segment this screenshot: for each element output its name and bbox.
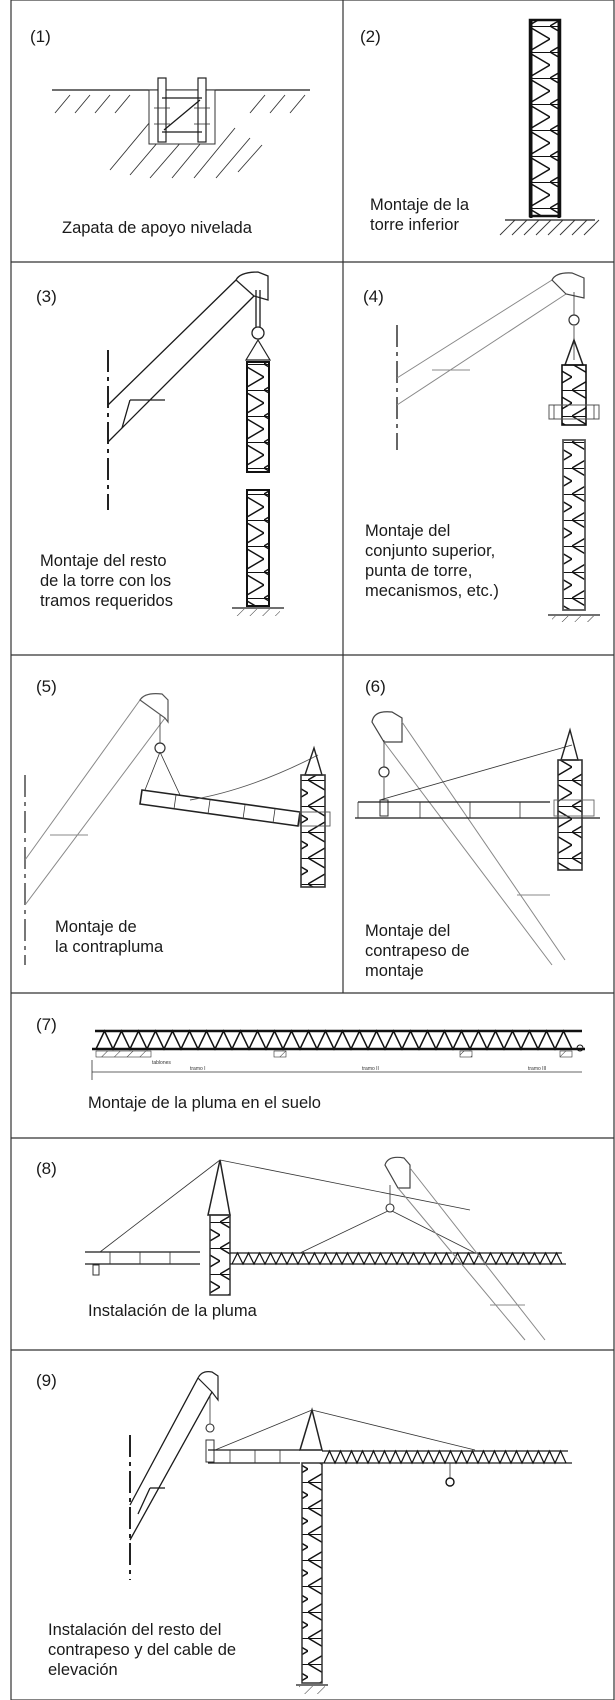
panel-grid [10,0,615,1700]
panel-7: (7) tablones tramo I tramo II tramo III … [36,1015,585,1112]
panel-6: (6) Montaje del contrapeso de mont [355,677,600,980]
tramo-3-label: tramo III [528,1066,546,1072]
panel-9-caption: Instalación del resto del contrapeso y d… [48,1621,241,1679]
panel-1: (1) Zapata de apoyo niv [30,27,310,237]
top-assembly-drawing [396,272,600,622]
final-installation-drawing [129,1371,572,1694]
footing-drawing [52,77,310,179]
panel-1-number: (1) [30,27,51,46]
assembly-counterweight-drawing [355,711,600,966]
panel-2-number: (2) [360,27,381,46]
panel-6-caption: Montaje del contrapeso de montaje [365,922,474,980]
panel-9: (9) [36,1371,572,1694]
panel-2-caption: Montaje de la torre inferior [370,196,474,234]
jib-on-ground-drawing: tablones tramo I tramo II tramo III [91,1029,585,1080]
panel-3-number: (3) [36,287,57,306]
panel-8: (8) Instalación de [36,1156,566,1341]
tablones-label: tablones [152,1060,171,1066]
panel-4-number: (4) [363,287,384,306]
jib-installation-drawing [85,1156,566,1341]
panel-8-number: (8) [36,1159,57,1178]
panel-3: (3) Montaje del resto de la torre con lo… [36,271,284,616]
panel-4: (4) Montaje del conjunto superior, punta… [363,272,600,622]
tramo-1-label: tramo I [190,1066,206,1072]
tower-sections-drawing [107,271,284,616]
panel-5-number: (5) [36,677,57,696]
panel-4-caption: Montaje del conjunto superior, punta de … [365,522,500,600]
panel-7-caption: Montaje de la pluma en el suelo [88,1094,321,1112]
panel-3-caption: Montaje del resto de la torre con los tr… [40,552,176,610]
panel-9-number: (9) [36,1371,57,1390]
panel-8-caption: Instalación de la pluma [88,1302,258,1320]
panel-5-caption: Montaje de la contrapluma [55,918,164,956]
tramo-2-label: tramo II [362,1066,379,1072]
lower-tower-drawing [499,18,600,236]
panel-1-caption: Zapata de apoyo nivelada [62,219,253,237]
counter-jib-drawing [24,693,331,965]
panel-2: (2) Montaje de la torre inferior [360,18,600,236]
panel-6-number: (6) [365,677,386,696]
panel-5: (5) Montaje de la contrapluma [24,677,331,965]
panel-7-number: (7) [36,1015,57,1034]
